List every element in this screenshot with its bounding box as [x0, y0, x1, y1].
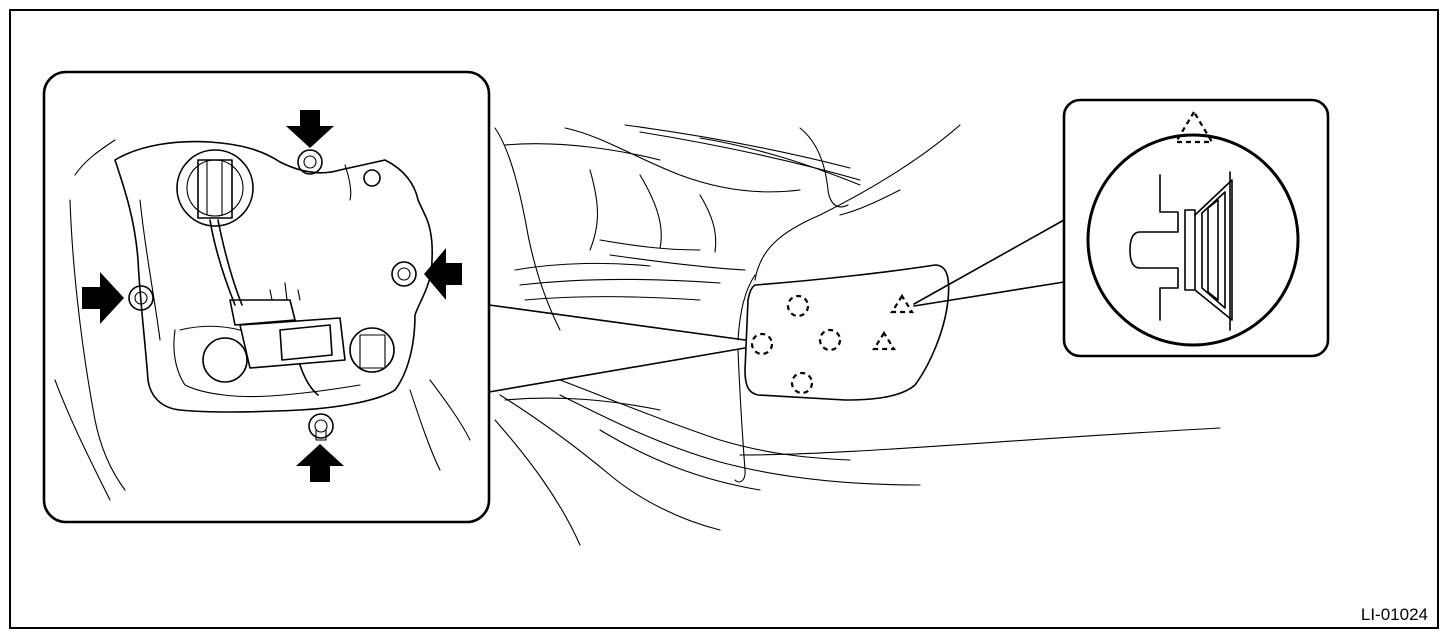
arrow-up-to-bottom-nut — [296, 444, 344, 482]
left-callout-leader-lower — [488, 347, 746, 393]
arrow-left-to-right-nut — [424, 248, 462, 300]
clip-position-1 — [786, 294, 810, 318]
right-callout-leader-upper — [913, 219, 1065, 305]
lamp-fastener-detail-inset — [42, 70, 491, 524]
tail-lamp-panel — [744, 264, 950, 401]
arrow-right-to-left-nut — [82, 272, 124, 324]
nut-top — [297, 149, 323, 175]
right-callout-leader-lower — [913, 281, 1065, 307]
nut-bottom — [308, 413, 334, 441]
figure-reference-code: LI-01024 — [1361, 605, 1428, 624]
clip-position-4 — [790, 371, 814, 395]
hook-detail-inset — [1062, 98, 1330, 358]
nut-right — [391, 261, 417, 287]
arrow-down-to-top-nut — [286, 110, 334, 148]
hook-position-2 — [872, 330, 896, 351]
vehicle-background — [494, 124, 1221, 546]
hook-position-1 — [890, 293, 914, 314]
nut-left — [128, 285, 154, 311]
clip-position-2 — [750, 332, 774, 356]
left-callout-leader-upper — [488, 304, 746, 341]
clip-position-3 — [818, 328, 842, 352]
